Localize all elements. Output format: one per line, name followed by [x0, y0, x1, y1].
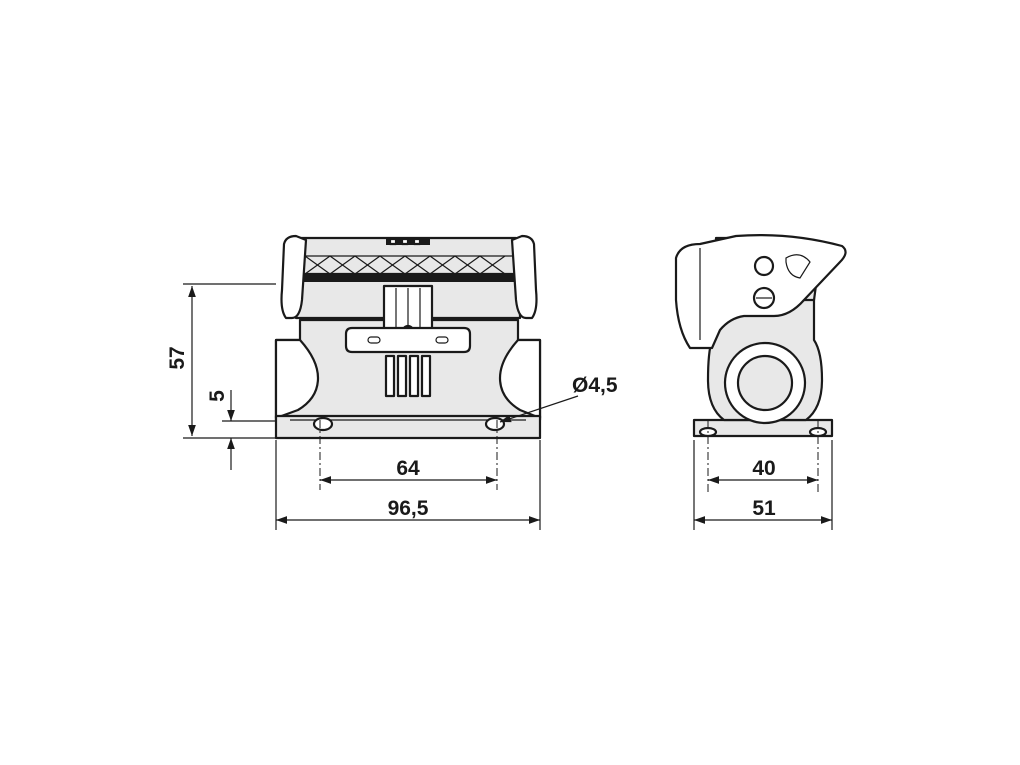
front-base-flange: [274, 414, 542, 440]
dim-label-side-hole-spacing: 40: [752, 457, 775, 480]
front-guide-bar: [344, 326, 472, 354]
dim-label-side-overall-width: 51: [752, 497, 776, 520]
leader-hole-diameter: [499, 395, 579, 423]
front-view: [274, 234, 542, 440]
dim-label-overall-width: 96,5: [388, 497, 429, 520]
side-cable-entry-inner: [736, 354, 794, 412]
front-right-lobe: [498, 338, 542, 420]
dim-label-height-total: 57: [166, 346, 189, 369]
front-left-lobe: [274, 338, 320, 420]
front-dimensions: 57 5 64 96,5 Ø4,5: [166, 283, 618, 530]
front-mounting-hole-right: [484, 416, 506, 432]
dim-label-base-thickness: 5: [206, 390, 229, 402]
side-view: [674, 234, 847, 438]
dim-label-hole-spacing: 64: [396, 457, 420, 480]
front-lid-seal: [296, 274, 520, 282]
front-locking-lever-left: [280, 234, 308, 320]
dim-label-hole-diameter: Ø4,5: [572, 374, 618, 397]
side-dimensions: 40 51: [693, 420, 833, 530]
front-locking-lever-right: [510, 234, 538, 320]
front-mounting-hole-left: [312, 416, 334, 432]
